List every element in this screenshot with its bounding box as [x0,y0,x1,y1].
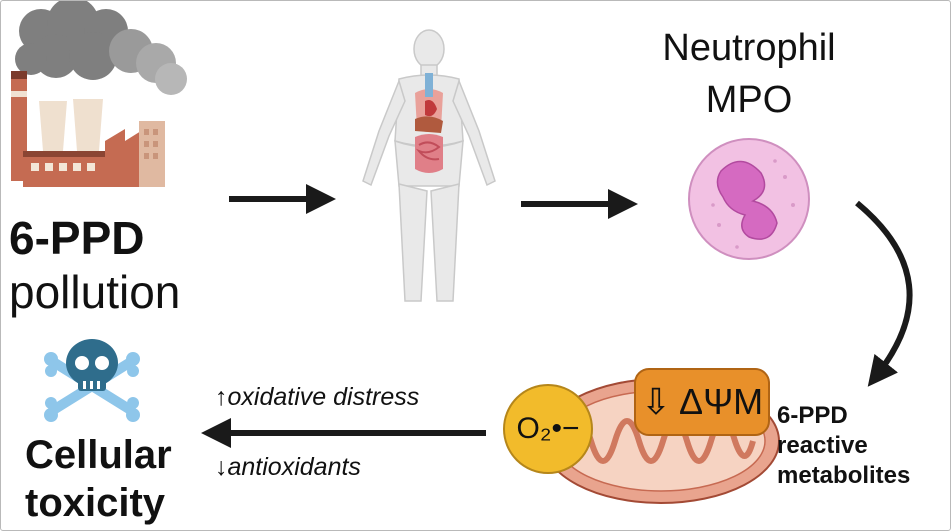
superoxide-badge [503,384,593,474]
human-body-icon [362,29,496,302]
metabolites-line-3: metabolites [777,462,911,489]
pollution-title: 6-PPD [9,212,145,264]
antioxidants-label: ↓antioxidants [215,453,361,481]
pollution-subtitle: pollution [9,266,181,318]
factory-icon [11,1,187,187]
neutrophil-label: Neutrophil [662,27,836,69]
skull-crossbones-icon [44,339,140,422]
arrow-neutrophil-to-metabolites [855,200,913,387]
metabolites-label: 6-PPD reactive metabolites [777,401,910,491]
membrane-potential-badge [634,368,770,436]
neutrophil-icon [688,138,810,260]
smoke-icon [15,1,187,95]
toxicity-line-2: toxicity [25,481,166,525]
flow-arrows [201,184,913,448]
membrane-potential-label: ⇩ ΔΨM [640,381,764,422]
oxidative-distress-label: ↑oxidative distress [215,383,420,411]
metabolites-line-1: 6-PPD [777,402,848,429]
toxicity-line-1: Cellular [25,433,172,477]
mpo-label: MPO [705,79,793,121]
cellular-toxicity-label: Cellular toxicity [25,431,172,527]
superoxide-label: O₂•− [516,412,580,445]
metabolites-line-2: reactive [777,432,868,459]
